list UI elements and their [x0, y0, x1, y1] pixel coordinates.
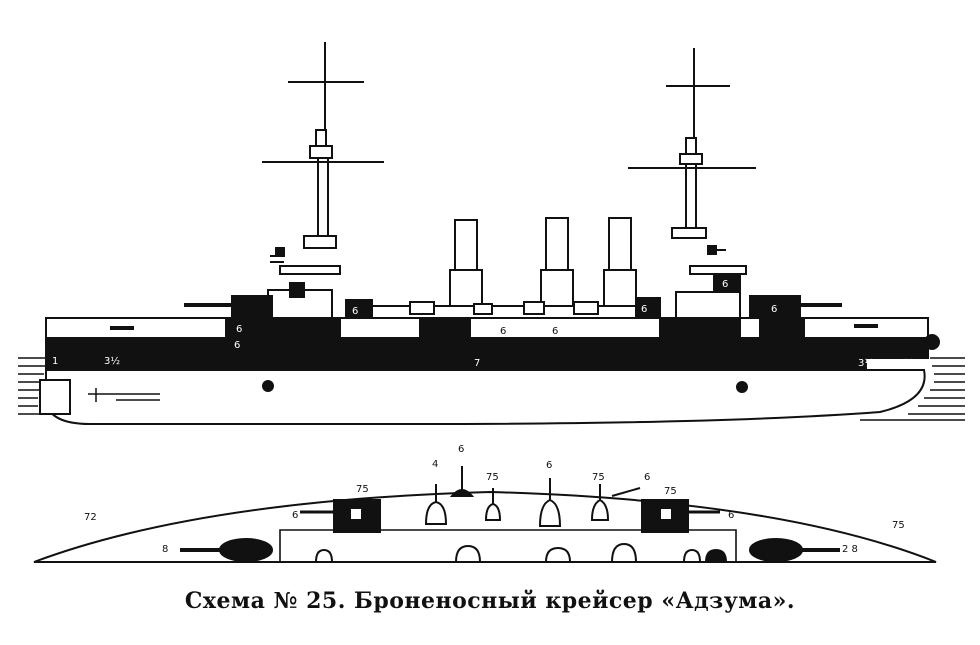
- label-aft-bridge: 6: [722, 279, 728, 290]
- label-stern-belt-1: 3½: [858, 357, 874, 369]
- main-mast: [628, 48, 756, 275]
- label-aft-low: 5: [740, 342, 746, 353]
- plan-label-bow-gun: 8: [162, 544, 168, 555]
- plan-label-stern-gun: 2 8: [842, 544, 858, 555]
- plan-label-gun-f: 6: [644, 472, 650, 483]
- label-mid-low: 5: [432, 342, 438, 353]
- superstructure: [267, 273, 741, 323]
- label-fore-deck-box: 6: [352, 306, 358, 317]
- label-fore-belt: 5: [272, 342, 278, 353]
- plan-label-fore-side: 6: [292, 510, 298, 521]
- plan-label-bow-end: 72: [84, 512, 97, 523]
- label-bow-casemate-top: 6: [236, 324, 242, 335]
- label-mid-box-1: 6: [500, 326, 506, 337]
- turrets: [184, 295, 842, 323]
- funnels: [449, 217, 637, 307]
- plan-label-gun-d: 6: [546, 460, 552, 471]
- label-belt-center: 7: [474, 358, 480, 369]
- plan-label-gun-e: 75: [592, 472, 605, 483]
- fore-mast: [262, 42, 384, 275]
- plan-label-aft-side: 6: [728, 510, 734, 521]
- label-aft-deck-box: 6: [641, 304, 647, 315]
- label-bow-casemate-low: 6: [234, 340, 240, 351]
- plan-label-stern-end: 75: [892, 520, 905, 531]
- label-mid-box-2: 6: [552, 326, 558, 337]
- label-bow-belt: 1: [52, 356, 58, 367]
- water-lines: [18, 357, 965, 421]
- lower-hull: [45, 369, 926, 425]
- plan-label-fore-turret: 75: [356, 484, 369, 495]
- label-aft-casemate: 6: [771, 304, 777, 315]
- plan-label-gun-a: 4: [432, 459, 438, 470]
- plan-label-gun-c: 75: [486, 472, 499, 483]
- profile-labels: 6 6 5 1 3½ 6 6 6 5 7 5 6 6 6 3½ 3½: [52, 279, 914, 369]
- plan-label-aft-turret: 75: [664, 486, 677, 497]
- figure-caption: Схема № 25. Броненосный крейсер «Адзума»…: [184, 588, 796, 614]
- plan-labels: 72 8 6 75 4 6 75 6 75 6 75 6 2 8 75: [84, 444, 905, 555]
- ship-profile: [18, 42, 965, 425]
- plan-label-gun-b: 6: [458, 444, 464, 455]
- label-bow-belt-2: 3½: [104, 355, 120, 367]
- label-stern-belt-2: 3½: [898, 357, 914, 369]
- deck-plan: [33, 466, 937, 563]
